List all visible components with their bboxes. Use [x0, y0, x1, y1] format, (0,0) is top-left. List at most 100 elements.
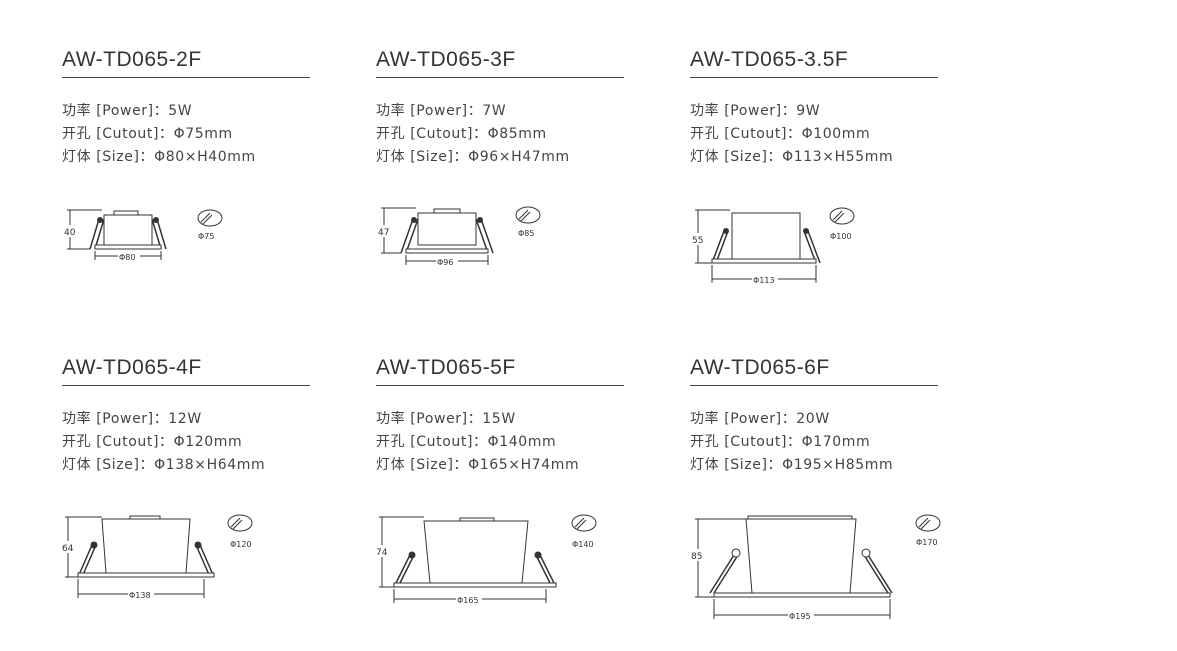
model-title: AW-TD065-3.5F: [690, 48, 849, 71]
spec-list: 功率 [Power]：5W 开孔 [Cutout]：Φ75mm 灯体 [Size…: [62, 100, 310, 169]
width-label: Φ113: [753, 276, 775, 285]
lamp-flange: [94, 244, 162, 250]
left-spring-clip: [400, 218, 419, 254]
spec-cutout: 开孔 [Cutout]：Φ100mm: [690, 126, 871, 142]
lamp-body: [103, 214, 153, 246]
width-label: Φ195: [789, 612, 811, 621]
model-title: AW-TD065-4F: [62, 356, 202, 379]
spec-size: 灯体 [Size]：Φ165×H74mm: [376, 457, 580, 473]
height-label: 55: [692, 236, 703, 246]
cutout-label: Φ100: [830, 232, 852, 241]
lamp-top-cap: [459, 517, 495, 522]
width-label: Φ165: [457, 596, 479, 605]
left-spring-clip: [89, 218, 105, 250]
spec-size: 灯体 [Size]：Φ138×H64mm: [62, 457, 266, 473]
right-spring-clip: [803, 230, 821, 264]
cutout-hole-icon: [915, 514, 941, 532]
right-clip-joint: [153, 217, 159, 223]
spec-size: 灯体 [Size]：Φ195×H85mm: [690, 457, 894, 473]
product-card-4f: AW-TD065-4F 功率 [Power]：12W 开孔 [Cutout]：Φ…: [62, 353, 310, 600]
model-title: AW-TD065-2F: [62, 48, 202, 71]
height-label: 85: [691, 552, 702, 562]
right-spring-clip: [475, 218, 494, 254]
spec-list: 功率 [Power]：7W 开孔 [Cutout]：Φ85mm 灯体 [Size…: [376, 100, 624, 169]
spec-power: 功率 [Power]：5W: [62, 103, 193, 119]
dimension-drawing: 85 Φ195 Φ170: [691, 514, 941, 621]
spec-cutout: 开孔 [Cutout]：Φ140mm: [376, 434, 557, 450]
cutout-hole-icon: [571, 514, 597, 532]
title-divider: [690, 385, 938, 386]
spec-size: 灯体 [Size]：Φ80×H40mm: [62, 149, 256, 165]
model-title: AW-TD065-6F: [690, 356, 830, 379]
left-clip-joint: [97, 217, 103, 223]
cutout-hole-icon: [197, 209, 223, 227]
height-label: 74: [376, 548, 388, 558]
left-spring-clip: [709, 554, 739, 594]
height-label: 40: [64, 228, 76, 238]
cutout-label: Φ85: [518, 229, 534, 238]
lamp-flange: [77, 572, 215, 578]
title-divider: [62, 77, 310, 78]
left-spring-clip: [77, 544, 97, 578]
right-spring-clip: [195, 544, 215, 578]
title-divider: [376, 385, 624, 386]
spec-power: 功率 [Power]：12W: [62, 411, 202, 427]
right-spring-clip: [151, 218, 167, 250]
spec-power: 功率 [Power]：20W: [690, 411, 830, 427]
width-label: Φ138: [129, 591, 151, 600]
left-spring-clip: [393, 554, 415, 588]
lamp-flange: [393, 582, 557, 588]
lamp-top-cap: [433, 208, 461, 214]
spec-cutout: 开孔 [Cutout]：Φ170mm: [690, 434, 871, 450]
right-spring-clip: [535, 554, 557, 588]
spec-power: 功率 [Power]：9W: [690, 103, 821, 119]
cutout-hole-icon: [515, 206, 541, 224]
lamp-top-cap: [747, 515, 853, 520]
spec-cutout: 开孔 [Cutout]：Φ120mm: [62, 434, 243, 450]
title-divider: [376, 77, 624, 78]
height-label: 47: [378, 228, 389, 238]
right-spring-clip: [863, 554, 893, 594]
spec-cutout: 开孔 [Cutout]：Φ85mm: [376, 126, 547, 142]
dimension-drawing: 64 Φ138 Φ120: [62, 514, 253, 600]
product-card-2f: AW-TD065-2F 功率 [Power]：5W 开孔 [Cutout]：Φ7…: [62, 45, 310, 262]
spec-size: 灯体 [Size]：Φ113×H55mm: [690, 149, 894, 165]
dimension-drawing: 40 Φ80 Φ75: [64, 209, 223, 262]
spec-power: 功率 [Power]：15W: [376, 411, 516, 427]
left-spring-clip: [711, 230, 729, 264]
product-card-3f: AW-TD065-3F 功率 [Power]：7W 开孔 [Cutout]：Φ8…: [376, 45, 624, 267]
lamp-top-cap: [113, 210, 139, 216]
title-divider: [62, 385, 310, 386]
lamp-body: [417, 212, 477, 246]
cutout-hole-icon: [829, 207, 855, 225]
model-title: AW-TD065-5F: [376, 356, 516, 379]
lamp-body: [731, 212, 801, 260]
cutout-label: Φ120: [230, 540, 252, 549]
spec-list: 功率 [Power]：15W 开孔 [Cutout]：Φ140mm 灯体 [Si…: [376, 408, 624, 477]
spec-list: 功率 [Power]：9W 开孔 [Cutout]：Φ100mm 灯体 [Siz…: [690, 100, 938, 169]
model-title: AW-TD065-3F: [376, 48, 516, 71]
cutout-hole-icon: [227, 514, 253, 532]
width-label: Φ96: [437, 258, 453, 267]
spec-list: 功率 [Power]：20W 开孔 [Cutout]：Φ170mm 灯体 [Si…: [690, 408, 938, 477]
dimension-drawing: 47 Φ96 Φ85: [378, 206, 541, 267]
title-divider: [690, 77, 938, 78]
height-label: 64: [62, 544, 74, 554]
lamp-body: [745, 518, 857, 594]
spec-list: 功率 [Power]：12W 开孔 [Cutout]：Φ120mm 灯体 [Si…: [62, 408, 310, 477]
width-label: Φ80: [119, 253, 135, 262]
dimension-drawing: 55 Φ113 Φ100: [692, 207, 855, 285]
spec-cutout: 开孔 [Cutout]：Φ75mm: [62, 126, 233, 142]
product-card-5f: AW-TD065-5F 功率 [Power]：15W 开孔 [Cutout]：Φ…: [376, 353, 624, 605]
cutout-label: Φ170: [916, 538, 938, 547]
lamp-flange: [405, 248, 489, 254]
lamp-flange: [711, 258, 817, 264]
cutout-label: Φ75: [198, 232, 214, 241]
lamp-body: [423, 520, 529, 584]
lamp-flange: [713, 592, 891, 598]
cutout-label: Φ140: [572, 540, 594, 549]
dimension-drawing: 74 Φ165 Φ140: [376, 514, 597, 605]
product-card-3-5f: AW-TD065-3.5F 功率 [Power]：9W 开孔 [Cutout]：…: [690, 45, 938, 285]
spec-power: 功率 [Power]：7W: [376, 103, 507, 119]
spec-size: 灯体 [Size]：Φ96×H47mm: [376, 149, 570, 165]
